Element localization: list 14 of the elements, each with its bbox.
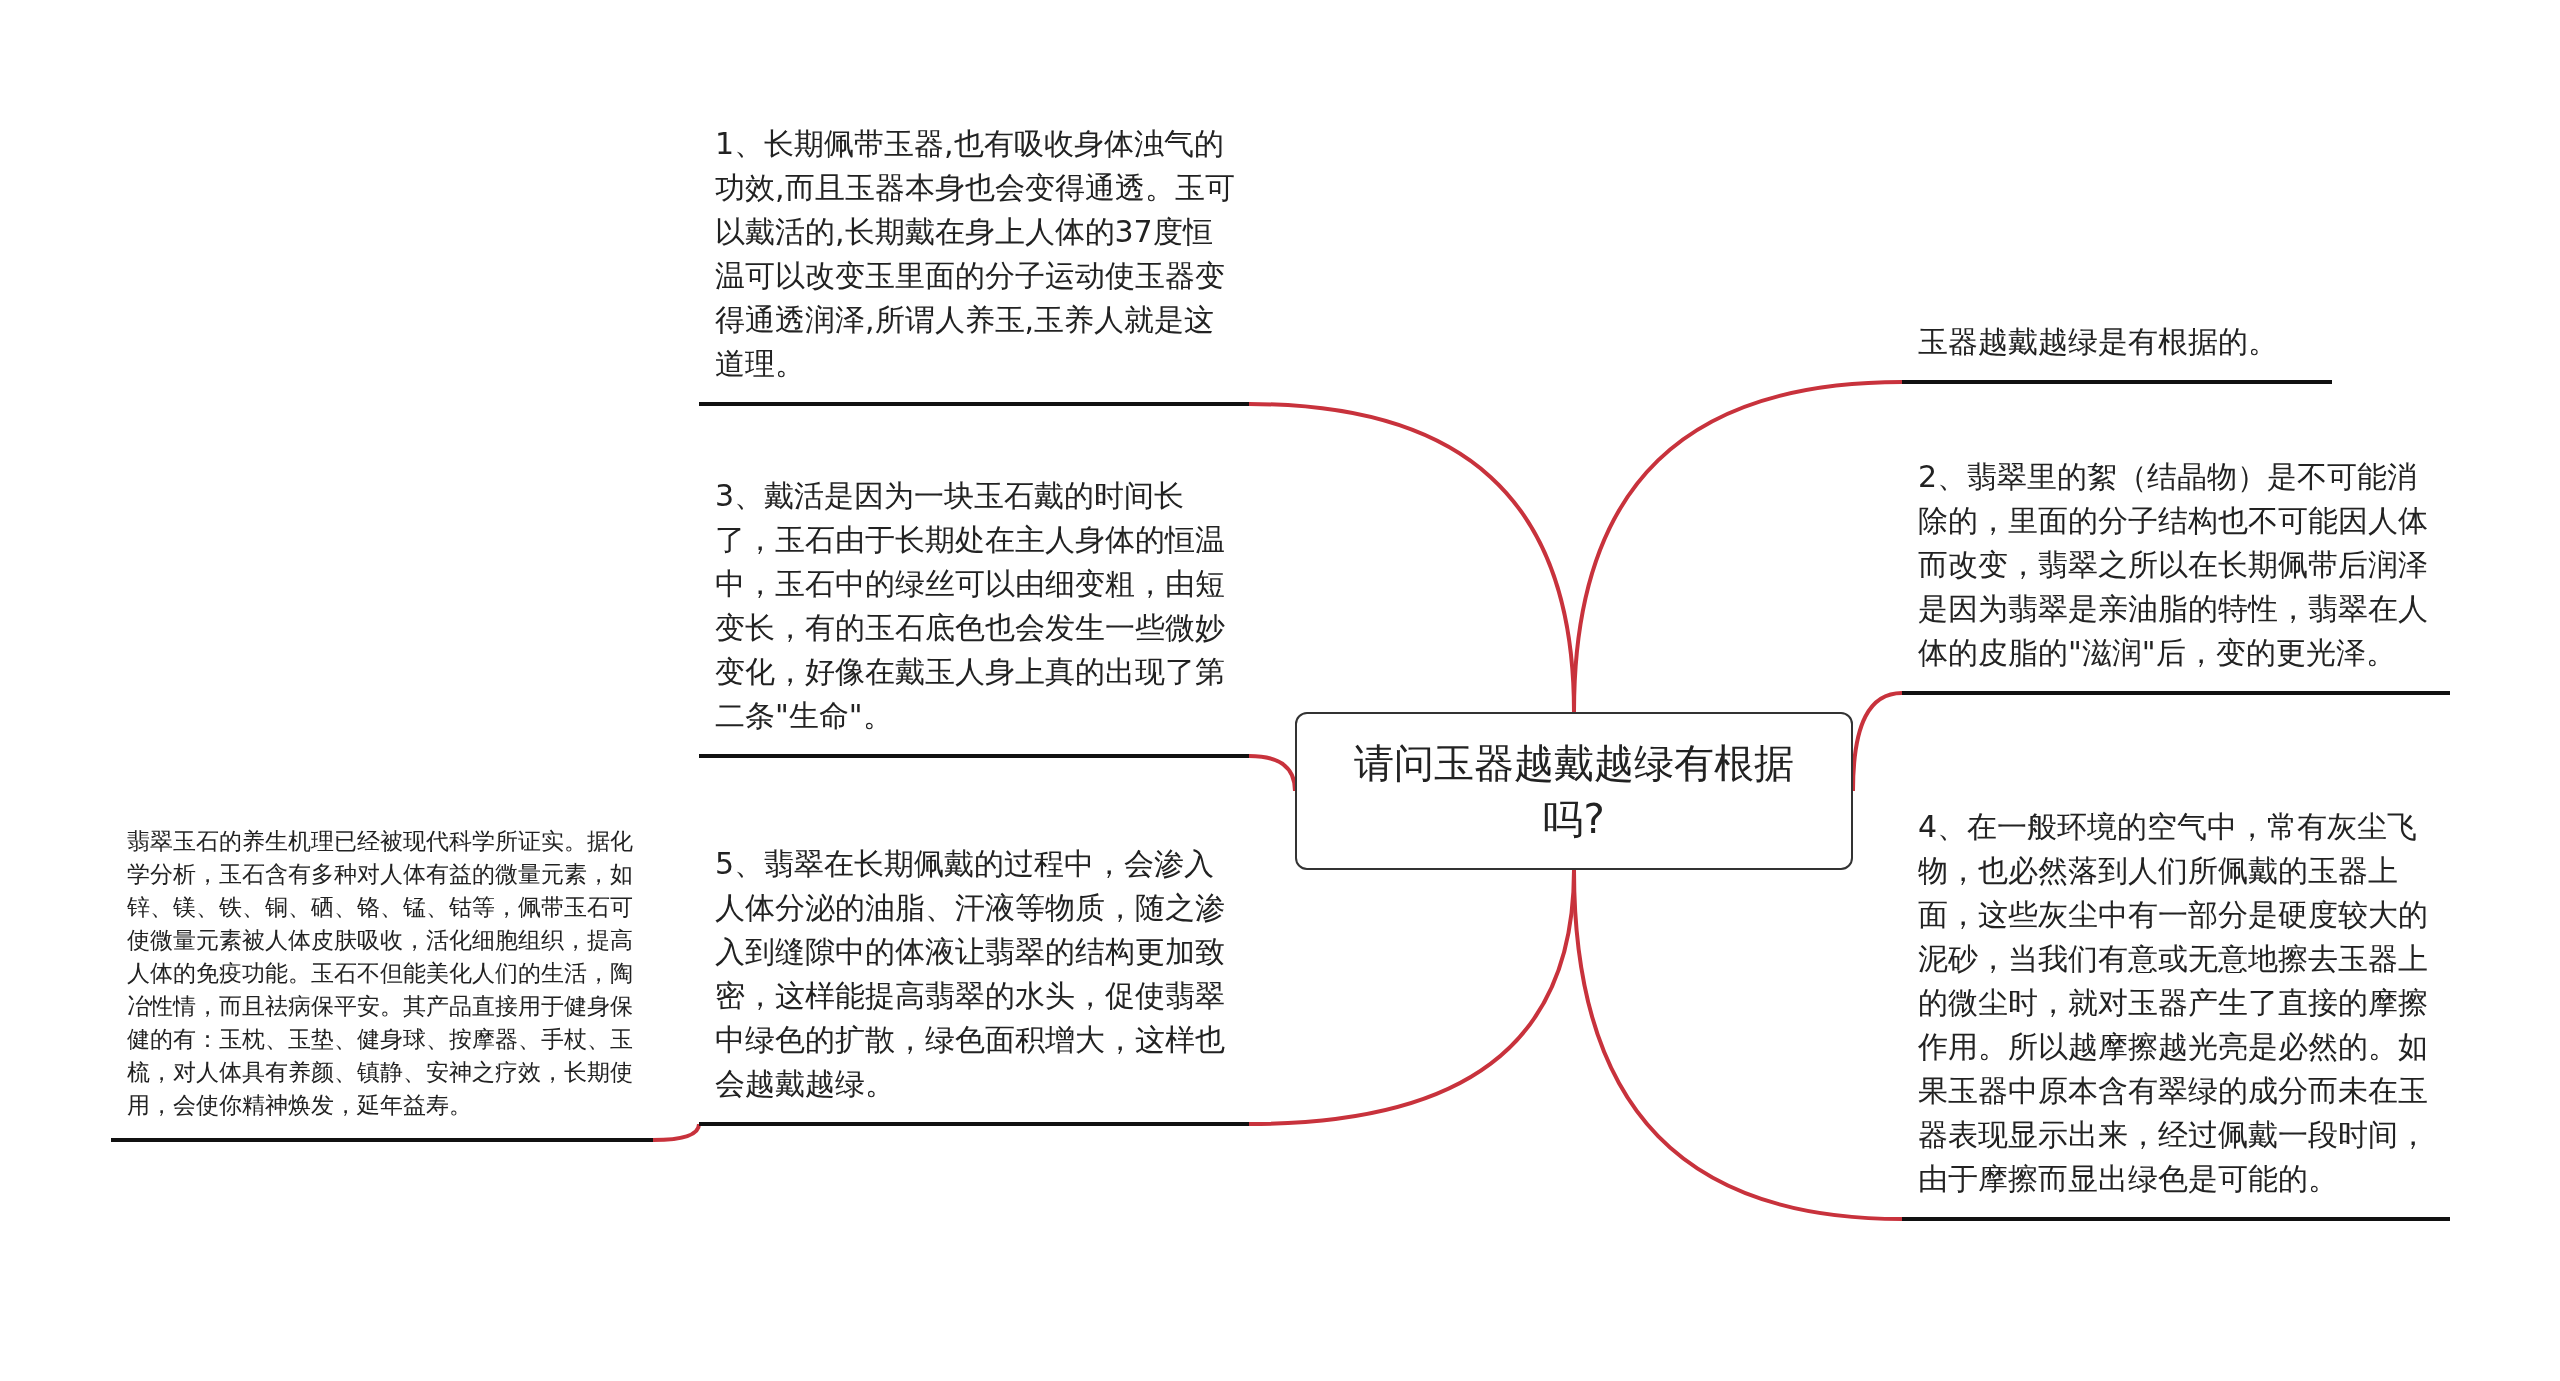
topic-text: 翡翠玉石的养生机理已经被现代科学所证实。据化学分析，玉石含有多种对人体有益的微量元素，如锌、镁、铁、铜、硒、铬、锰、钴等，佩带玉石可使微量元素被人体皮肤吸收，活化细胞组织，提高人体的免疫功能。玉石不但能美化人们的生活，陶冶性情，而且祛病保平安。其产品直接用于健身保健的有：玉枕、玉垫、健身球、按摩器、手杖、玉梳，对人体具有养颜、镇静、安神之疗效，长期使用，会使你精神焕发，延年益寿。 (127, 827, 634, 1120)
branch-line (1851, 691, 1903, 792)
central-topic-box (1295, 712, 1853, 870)
topic-text: 玉器越戴越绿是有根据的。 (1918, 323, 2279, 361)
topic-text: 1、长期佩带玉器,也有吸收身体浊气的功效,而且玉器本身也会变得通透。玉可以戴活的,长期戴在身上人体的37度恒温可以改变玉里面的分子运动使玉器变得通透润泽,所谓人养玉,玉养人就是这道理。 (715, 125, 1236, 383)
branch-line (652, 1123, 701, 1142)
topic-text: 4、在一般环境的空气中，常有灰尘飞物，也必然落到人们所佩戴的玉器上面，这些灰尘中有一部分是硬度较大的泥砂，当我们有意或无意地擦去玉器上的微尘时，就对玉器产生了直接的摩擦作用。所以越摩擦越光亮是必然的。如果玉器中原本含有翠绿的成分而未在玉器表现显示出来，经过佩戴一段时间，由于摩擦而显出绿色是可能的。 (1918, 808, 2429, 1198)
topic-text: 3、戴活是因为一块玉石戴的时间长了，玉石由于长期处在主人身体的恒温中，玉石中的绿丝可以由细变粗，由短变长，有的玉石底色也会发生一些微妙变化，好像在戴玉人身上真的出现了第二条"生命"。 (715, 477, 1226, 735)
branch-line (1248, 869, 1576, 1126)
branch-line (1248, 754, 1297, 792)
branch-line (1248, 402, 1576, 713)
central-topic-text: 请问玉器越戴越绿有根据吗? (1353, 739, 1795, 844)
topic-text: 5、翡翠在长期佩戴的过程中，会渗入人体分泌的油脂、汗液等物质，随之渗入到缝隙中的体液让翡翠的结构更加致密，这样能提高翡翠的水头，促使翡翠中绿色的扩散，绿色面积增大，这样也会越戴越绿。 (715, 845, 1226, 1103)
topic-text: 2、翡翠里的絮（结晶物）是不可能消除的，里面的分子结构也不可能因人体而改变，翡翠之所以在长期佩带后润泽是因为翡翠是亲油脂的特性，翡翠在人体的皮脂的"滋润"后，变的更光泽。 (1918, 458, 2429, 672)
